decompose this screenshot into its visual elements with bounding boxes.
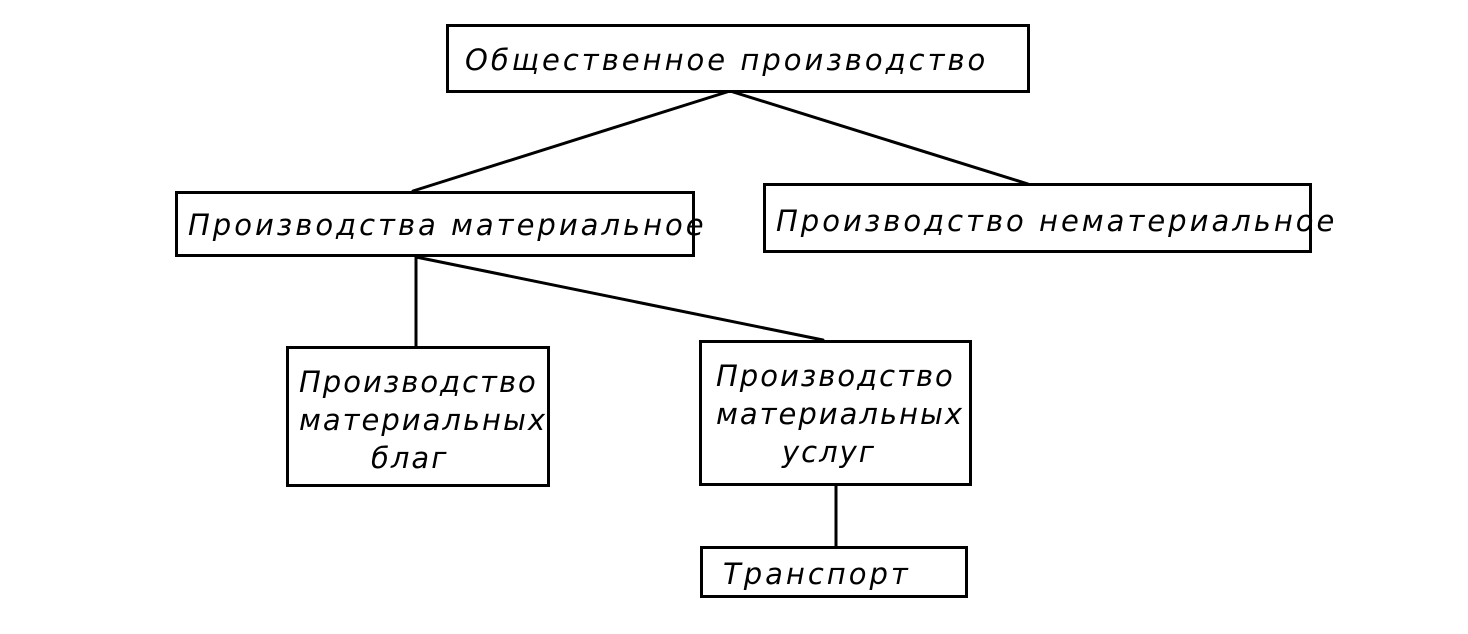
node-material-production: Производства материальное	[175, 191, 707, 257]
node-material-services-line: услуг	[782, 435, 877, 469]
node-material-goods-line: Производство	[299, 365, 538, 399]
connector-material-services	[414, 255, 825, 342]
connector-root-material	[411, 89, 732, 193]
node-material-goods-line: материальных	[299, 403, 548, 437]
node-transport: Транспорт	[700, 546, 968, 598]
node-nonmaterial-production-label: Производство нематериальное	[776, 204, 1338, 238]
node-transport-label: Транспорт	[723, 557, 911, 591]
connector-root-nonmaterial	[728, 89, 1030, 186]
node-public-production-label: Общественное производство	[465, 43, 989, 77]
node-nonmaterial-production: Производство нематериальное	[763, 183, 1338, 253]
node-material-goods: Производство материальных благ	[286, 346, 550, 487]
node-public-production: Общественное производство	[446, 24, 1030, 93]
node-material-goods-line: благ	[371, 441, 449, 475]
node-material-services-line: Производство	[716, 359, 955, 393]
node-material-services: Производство материальных услуг	[699, 340, 972, 486]
node-material-services-line: материальных	[716, 397, 965, 431]
node-material-production-label: Производства материальное	[188, 208, 707, 242]
